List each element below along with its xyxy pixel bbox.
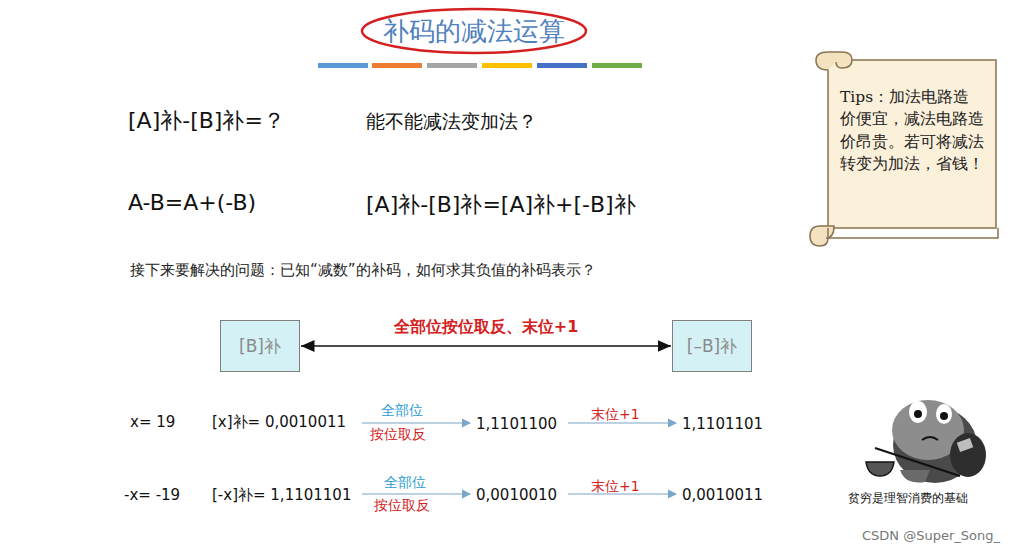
color-bar [318, 63, 368, 68]
equation: [A]补-[B]补=[A]补+[-B]补 [366, 190, 636, 220]
node-text: Tips：加法电路造价便宜，减法电路造价昂贵。若可将减法转变为加法，省钱！ [840, 86, 984, 176]
binary-code: [-x]补= 1,1101101 [212, 486, 351, 505]
step-label: 全部位 [384, 474, 426, 492]
binary-code: 0,0010011 [682, 486, 763, 504]
step-label: 末位+1 [591, 478, 640, 496]
edge-label: 全部位按位取反、末位+1 [394, 317, 579, 338]
color-bar [427, 63, 477, 68]
meme-caption: 贫穷是理智消费的基础 [848, 490, 968, 507]
tip-scroll: Tips：加法电路造价便宜，减法电路造价昂贵。若可将减法转变为加法，省钱！ [836, 82, 988, 180]
color-bar [537, 63, 587, 68]
binary-code: 0,0010010 [476, 486, 557, 504]
question-text: 能不能减法变加法？ [366, 109, 537, 135]
title-ellipse [362, 9, 586, 53]
node-text: [B]补 [239, 336, 281, 356]
title-text: 补码的减法运算 [383, 14, 565, 49]
complement-box: [B]补 [220, 320, 300, 372]
row-arrow [362, 493, 470, 494]
binary-code: 1,1101101 [682, 415, 763, 433]
complement-box: [–B]补 [672, 320, 752, 372]
problem-text: 接下来要解决的问题：已知“减数”的补码，如何求其负值的补码表示？ [130, 261, 596, 280]
row-arrow [568, 422, 676, 423]
meme-figure [866, 400, 986, 483]
color-bar [482, 63, 532, 68]
color-bar [372, 63, 422, 68]
step-label: 全部位 [381, 402, 423, 420]
watermark: CSDN @Super_Song_ [862, 528, 1000, 543]
row-arrow [362, 422, 470, 423]
double-arrow [301, 345, 671, 347]
node-text: [–B]补 [687, 336, 737, 356]
color-bar [592, 63, 642, 68]
value-text: x= 19 [130, 413, 175, 431]
equation: A-B=A+(-B) [128, 190, 256, 215]
binary-code: 1,1101100 [476, 415, 557, 433]
scroll-shape [810, 52, 998, 246]
step-label: 按位取反 [370, 426, 426, 444]
step-label: 按位取反 [374, 497, 430, 515]
equation: [A]补-[B]补=？ [128, 106, 285, 136]
value-text: -x= -19 [124, 486, 180, 504]
step-label: 末位+1 [591, 406, 640, 424]
binary-code: [x]补= 0,0010011 [212, 413, 346, 432]
